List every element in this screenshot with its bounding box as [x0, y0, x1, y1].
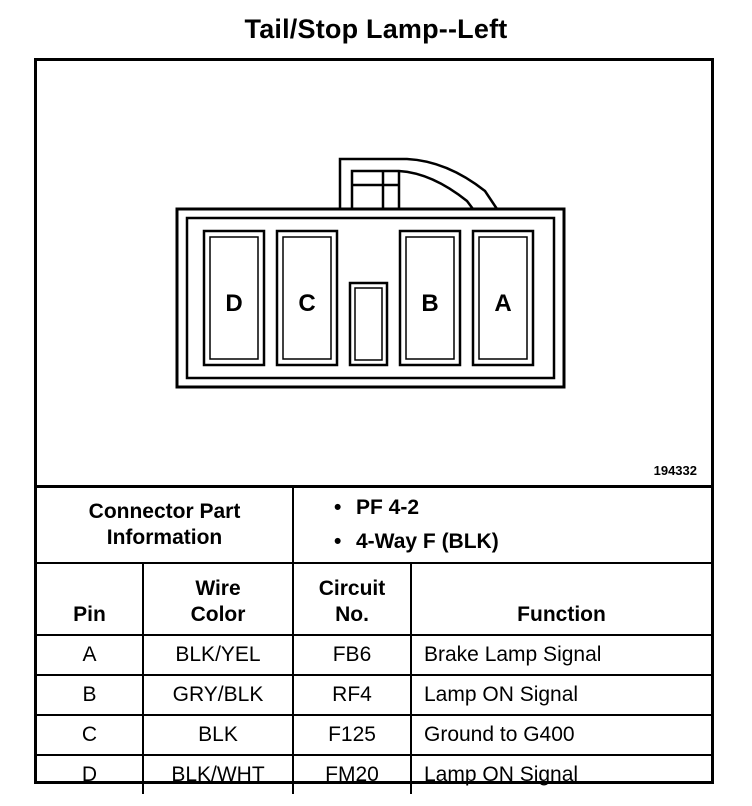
cell-wire-color: BLK [142, 714, 294, 756]
cavity-d [202, 229, 266, 367]
cell-circuit: RF4 [292, 674, 412, 716]
cavity-c [275, 229, 339, 367]
header-circuit-no: Circuit No. [292, 562, 412, 636]
figure-id: 194332 [653, 463, 697, 478]
table-row: C BLK F125 Ground to G400 [37, 714, 711, 756]
key-slot [348, 281, 389, 367]
connector-body [175, 207, 566, 389]
connector-latch [338, 157, 499, 210]
cell-wire-color: GRY/BLK [142, 674, 294, 716]
cell-function: Brake Lamp Signal [410, 634, 711, 676]
header-wire-color: Wire Color [142, 562, 294, 636]
cell-circuit: F125 [292, 714, 412, 756]
pin-label-a: A [494, 290, 511, 317]
pin-label-b: B [421, 290, 438, 317]
pin-label-d: D [225, 290, 242, 317]
table-header-row: Pin Wire Color Circuit No. Function [37, 562, 711, 636]
connector-figure: D C B A 194332 [37, 61, 711, 486]
cavity-a [471, 229, 535, 367]
pin-cavities [202, 229, 535, 367]
cell-function: Lamp ON Signal [410, 674, 711, 716]
connector-part-list: •PF 4-2 •4-Way F (BLK) [292, 485, 711, 564]
cell-circuit: FB6 [292, 634, 412, 676]
header-function: Function [410, 562, 711, 636]
list-item: •PF 4-2 [334, 496, 420, 519]
header-pin: Pin [37, 562, 144, 636]
cell-wire-color: BLK/YEL [142, 634, 294, 676]
list-item: •4-Way F (BLK) [334, 530, 499, 553]
cell-pin: C [37, 714, 144, 756]
connector-sheet: D C B A 194332 Connector Part Informatio… [34, 58, 714, 794]
cell-pin: A [37, 634, 144, 676]
cell-pin: D [37, 754, 144, 794]
table-row: D BLK/WHT FM20 Lamp ON Signal [37, 754, 711, 794]
cell-function: Lamp ON Signal [410, 754, 711, 794]
cell-pin: B [37, 674, 144, 716]
connector-table: Connector Part Information •PF 4-2 •4-Wa… [37, 485, 711, 794]
pin-label-c: C [298, 290, 315, 317]
connector-part-row: Connector Part Information •PF 4-2 •4-Wa… [37, 485, 711, 564]
cell-wire-color: BLK/WHT [142, 754, 294, 794]
cavity-b [398, 229, 462, 367]
connector-part-label: Connector Part Information [37, 485, 294, 564]
connector-drawing: D C B A [175, 157, 566, 389]
cell-function: Ground to G400 [410, 714, 711, 756]
cell-circuit: FM20 [292, 754, 412, 794]
table-row: B GRY/BLK RF4 Lamp ON Signal [37, 674, 711, 716]
page-title: Tail/Stop Lamp--Left [244, 14, 508, 44]
table-row: A BLK/YEL FB6 Brake Lamp Signal [37, 634, 711, 676]
